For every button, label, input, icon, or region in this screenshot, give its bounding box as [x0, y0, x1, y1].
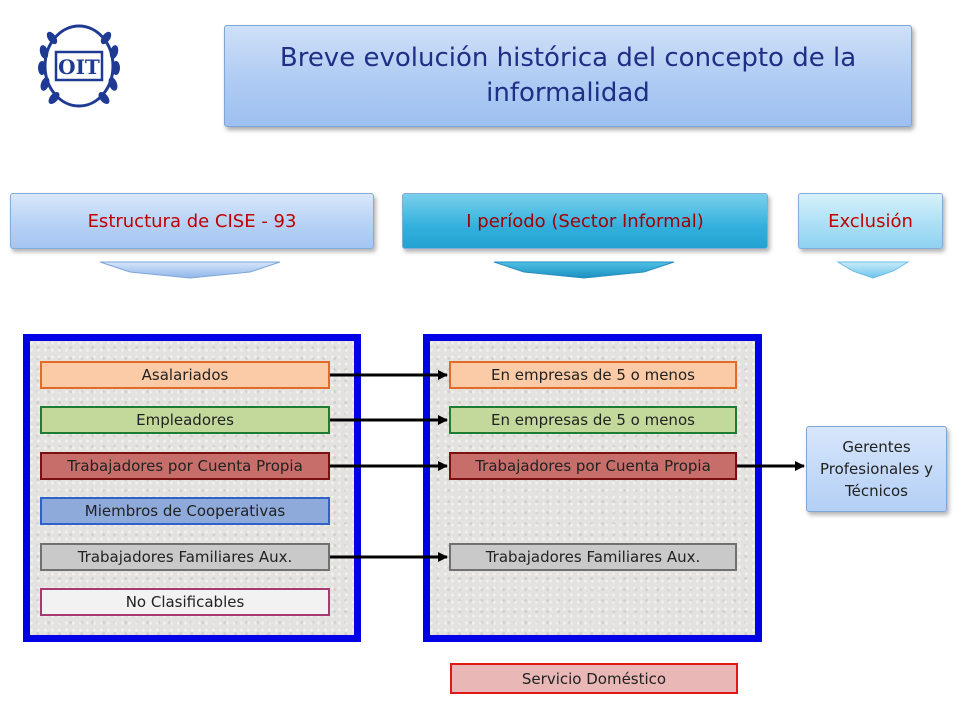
- left-item-empleadores: Empleadores: [40, 406, 330, 434]
- oit-logo: OIT: [30, 18, 128, 116]
- left-item-cuenta-propia: Trabajadores por Cuenta Propia: [40, 452, 330, 480]
- servicio-domestico-box: Servicio Doméstico: [450, 663, 738, 694]
- left-item-familiares: Trabajadores Familiares Aux.: [40, 543, 330, 571]
- header-periodo: I período (Sector Informal): [402, 193, 768, 249]
- arrow-down-right-icon: [836, 261, 910, 279]
- left-item-cooperativas: Miembros de Cooperativas: [40, 497, 330, 525]
- middle-item-empresas-2: En empresas de 5 o menos: [449, 406, 737, 434]
- panel-cise: [23, 334, 361, 642]
- arrow-down-middle-icon: [493, 261, 675, 279]
- middle-item-empresas-1: En empresas de 5 o menos: [449, 361, 737, 389]
- exclusion-box: Gerentes Profesionales y Técnicos: [806, 426, 947, 512]
- header-exclusion: Exclusión: [798, 193, 943, 249]
- page-title: Breve evolución histórica del concepto d…: [224, 25, 912, 127]
- arrow-down-left-icon: [99, 261, 281, 279]
- middle-item-cuenta-propia: Trabajadores por Cuenta Propia: [449, 452, 737, 480]
- logo-text: OIT: [58, 55, 100, 79]
- left-item-no-clasificables: No Clasificables: [40, 588, 330, 616]
- panel-sector-informal: [423, 334, 762, 642]
- header-cise: Estructura de CISE - 93: [10, 193, 374, 249]
- middle-item-familiares: Trabajadores Familiares Aux.: [449, 543, 737, 571]
- left-item-asalariados: Asalariados: [40, 361, 330, 389]
